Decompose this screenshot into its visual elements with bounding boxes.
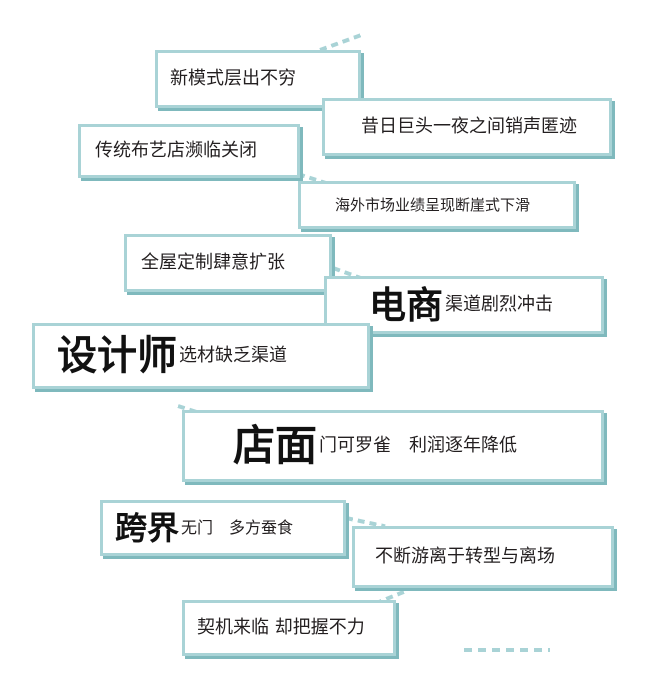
- phrase-box-9: 跨界 无门 多方蚕食: [100, 500, 346, 556]
- decorative-dashes: [464, 648, 550, 652]
- phrase-box-5: 全屋定制肆意扩张: [124, 234, 332, 292]
- phrase-box-8: 店面 门可罗雀 利润逐年降低: [182, 410, 604, 482]
- phrase-text: 选材缺乏渠道: [179, 345, 287, 366]
- phrase-text: 全屋定制肆意扩张: [141, 252, 285, 273]
- phrase-box-6: 电商 渠道剧烈冲击: [324, 276, 604, 334]
- phrase-keyword: 店面: [233, 421, 318, 470]
- phrase-text: 门可罗雀 利润逐年降低: [319, 435, 518, 456]
- phrase-keyword: 电商: [369, 283, 443, 327]
- phrase-box-4: 海外市场业绩呈现断崖式下滑: [298, 181, 576, 229]
- phrase-text: 昔日巨头一夜之间销声匿迹: [361, 116, 577, 137]
- phrase-text: 海外市场业绩呈现断崖式下滑: [335, 195, 531, 214]
- phrase-text: 渠道剧烈冲击: [445, 294, 553, 315]
- phrase-box-1: 新模式层出不穷: [155, 50, 361, 108]
- phrase-box-3: 传统布艺店濒临关闭: [78, 124, 300, 178]
- phrase-box-2: 昔日巨头一夜之间销声匿迹: [322, 98, 612, 156]
- phrase-box-7: 设计师 选材缺乏渠道: [32, 323, 370, 389]
- phrase-text: 契机来临 却把握不力: [197, 617, 365, 638]
- phrase-box-11: 契机来临 却把握不力: [182, 600, 396, 656]
- phrase-text: 不断游离于转型与离场: [375, 546, 555, 567]
- phrase-text: 传统布艺店濒临关闭: [95, 140, 257, 161]
- phrase-keyword: 跨界: [115, 509, 180, 547]
- phrase-text: 新模式层出不穷: [170, 68, 296, 89]
- phrase-keyword: 设计师: [57, 333, 177, 379]
- phrase-text: 无门 多方蚕食: [181, 518, 294, 537]
- phrase-box-10: 不断游离于转型与离场: [352, 526, 614, 588]
